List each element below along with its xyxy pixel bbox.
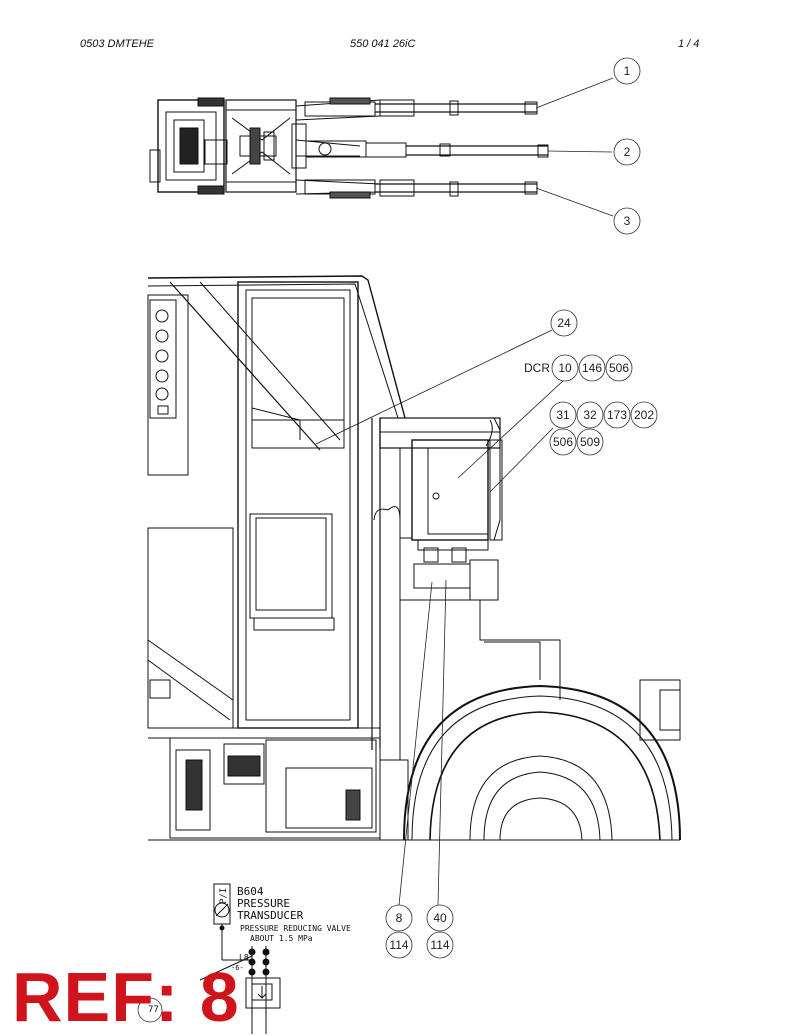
callout-114-b: 114	[430, 938, 449, 952]
callout-10: 10	[558, 361, 572, 375]
callout-labels: 1 2 3 24 DCR 10 146 506 31 32 173 202 50…	[389, 64, 654, 952]
schematic-labels: P/I B604 PRESSURE TRANSDUCER PRESSURE RE…	[148, 885, 351, 1015]
dcr-label: DCR	[524, 361, 550, 375]
hydraulic-schematic	[199, 883, 281, 1034]
top-view-drawing	[149, 97, 549, 199]
callout-146: 146	[582, 361, 602, 375]
callout-3: 3	[624, 214, 631, 228]
callout-32: 32	[583, 408, 597, 422]
callout-202: 202	[634, 408, 654, 422]
callout-506-b: 506	[553, 435, 573, 449]
part-number: 550 041 26iC	[350, 38, 416, 50]
sensor-line-1: PRESSURE	[237, 897, 290, 910]
callout-2: 2	[624, 145, 631, 159]
document-code: 0503 DMTEHE	[80, 38, 154, 50]
callout-24: 24	[557, 316, 571, 330]
sensor-code: B604	[237, 885, 264, 898]
callout-509: 509	[580, 435, 600, 449]
callout-1: 1	[624, 64, 631, 78]
reference-label: REF: 8	[12, 958, 240, 1036]
callout-114: 114	[389, 938, 408, 952]
cab-detail-drawing	[147, 275, 681, 841]
callout-31: 31	[556, 408, 570, 422]
sensor-line-2: TRANSDUCER	[237, 909, 304, 922]
partial-callout: 77	[148, 1005, 159, 1015]
page-number: 1 / 4	[678, 38, 700, 50]
callout-40: 40	[433, 911, 447, 925]
port-label: L8	[239, 953, 249, 962]
pressure-note: ABOUT 1.5 MPa	[250, 934, 313, 943]
valve-note: PRESSURE REDUCING VALVE	[240, 924, 351, 933]
callout-506: 506	[609, 361, 629, 375]
sensor-symbol: P/I	[219, 888, 229, 904]
port-number: -6-	[231, 964, 244, 972]
callout-173: 173	[607, 408, 627, 422]
callout-8: 8	[396, 911, 403, 925]
